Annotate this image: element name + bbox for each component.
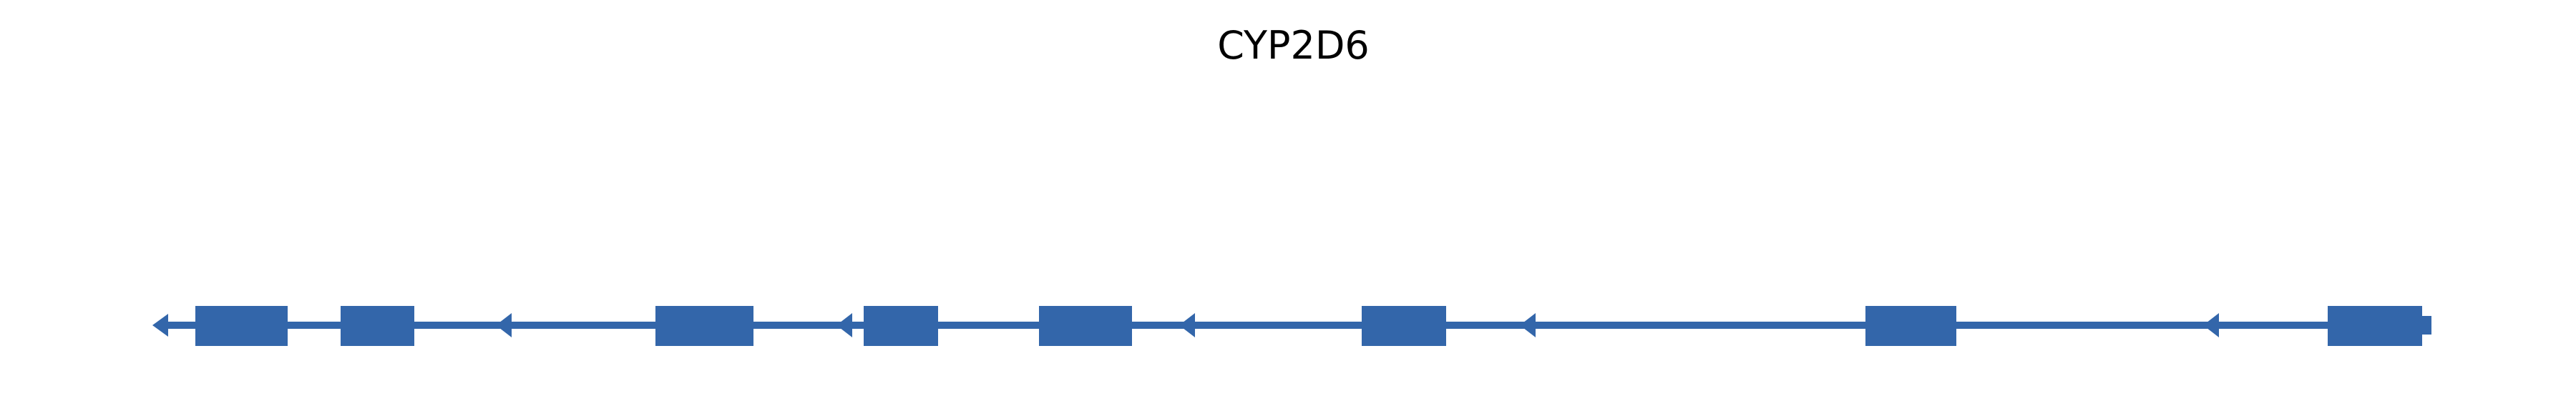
strand-arrow: [1520, 313, 1536, 337]
exon: [341, 306, 414, 346]
strand-arrow: [2203, 313, 2219, 337]
exon: [195, 306, 288, 346]
exon: [2328, 306, 2422, 346]
intron-line: [160, 322, 2431, 329]
chart-title: CYP2D6: [1217, 23, 1370, 68]
strand-arrow: [836, 313, 852, 337]
utr-stub: [2422, 316, 2431, 335]
strand-arrow: [1179, 313, 1195, 337]
exon: [864, 306, 938, 346]
exon: [655, 306, 753, 346]
exon: [1865, 306, 1956, 346]
exon: [1362, 306, 1446, 346]
strand-end-arrow: [152, 314, 168, 337]
strand-arrow: [496, 313, 512, 337]
exon: [1039, 306, 1132, 346]
